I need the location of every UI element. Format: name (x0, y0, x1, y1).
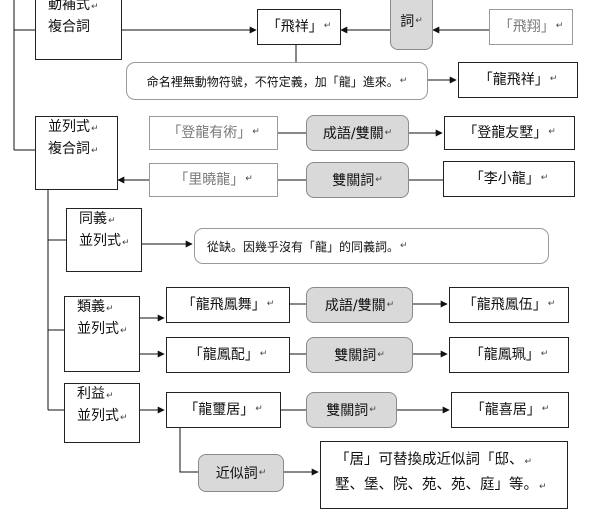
category-leiyi: 類義↵ 並列式↵ (64, 296, 140, 372)
category-tongyi: 同義↵ 並列式↵ (66, 208, 142, 272)
category-binglie-line1: 並列式 (48, 119, 90, 135)
category-leiyi-line2: 並列式 (77, 320, 119, 337)
node-longfeifengwu2: 「龍飛鳳伍」↵ (449, 287, 569, 323)
node-longxiju: 「龍璽居」↵ (166, 392, 281, 428)
category-buchong-line1: 動補式 (48, 0, 90, 13)
pill-ci: 詞↵ (390, 0, 433, 50)
node-lixiaolong-grey: 「里曉龍」↵ (149, 163, 278, 197)
category-liyi: 利益↵ 並列式↵ (64, 383, 140, 443)
node-lixiaolong: 「李小龍」↵ (443, 161, 575, 197)
category-leiyi-line1: 類義 (77, 299, 105, 315)
pill-shuangguan-2: 雙關詞↵ (306, 337, 413, 373)
category-buchong-line2: 複合詞 (48, 18, 90, 35)
category-liyi-line1: 利益 (77, 386, 105, 402)
category-binglie: 並列式↵ 複合詞↵ (35, 116, 118, 190)
node-longfeixiang: 「龍飛祥」↵ (458, 62, 578, 98)
pill-chengyu-1: 成語/雙關↵ (306, 115, 409, 151)
pill-shuangguan-1: 雙關詞↵ (306, 162, 409, 198)
category-binglie-line2: 複合詞 (48, 140, 90, 157)
pill-shuangguan-3: 雙關詞↵ (306, 392, 397, 428)
category-tongyi-line2: 並列式 (79, 232, 121, 249)
note-ju-line2: 墅、堡、院、苑、苑、庭」等。 (335, 477, 538, 494)
note-ju-replacement: 「居」可替換成近似詞「邸、↵ 墅、堡、院、苑、苑、庭」等。↵ (320, 441, 568, 509)
node-longfengpei: 「龍鳳配」↵ (166, 337, 290, 373)
node-denglongyoushu: 「登龍友墅」↵ (444, 116, 575, 150)
node-feixiang: 「飛祥」↵ (257, 9, 341, 45)
node-longfeifengwu: 「龍飛鳳舞」↵ (166, 287, 290, 323)
category-tongyi-line1: 同義 (79, 211, 107, 227)
category-liyi-line2: 並列式 (77, 407, 119, 424)
note-naming: 命名裡無動物符號，不符定義，加「龍」進來。↵ (126, 62, 428, 100)
pill-chengyu-2: 成語/雙關↵ (306, 287, 413, 323)
node-denglongyoushu-grey: 「登龍有術」↵ (149, 116, 278, 150)
note-ju-line1: 「居」可替換成近似詞「邸、 (335, 452, 524, 468)
note-missing: 從缺。因幾乎沒有「龍」的同義詞。↵ (194, 228, 549, 264)
node-longfengpei2: 「龍鳳珮」↵ (449, 337, 569, 373)
category-buchong: 動補式↵ 複合詞 (35, 0, 122, 60)
pill-jinsi: 近似詞↵ (198, 454, 284, 492)
node-feixiang2: 「飛翔」↵ (489, 9, 573, 45)
node-longxiju2: 「龍喜居」↵ (451, 392, 569, 428)
